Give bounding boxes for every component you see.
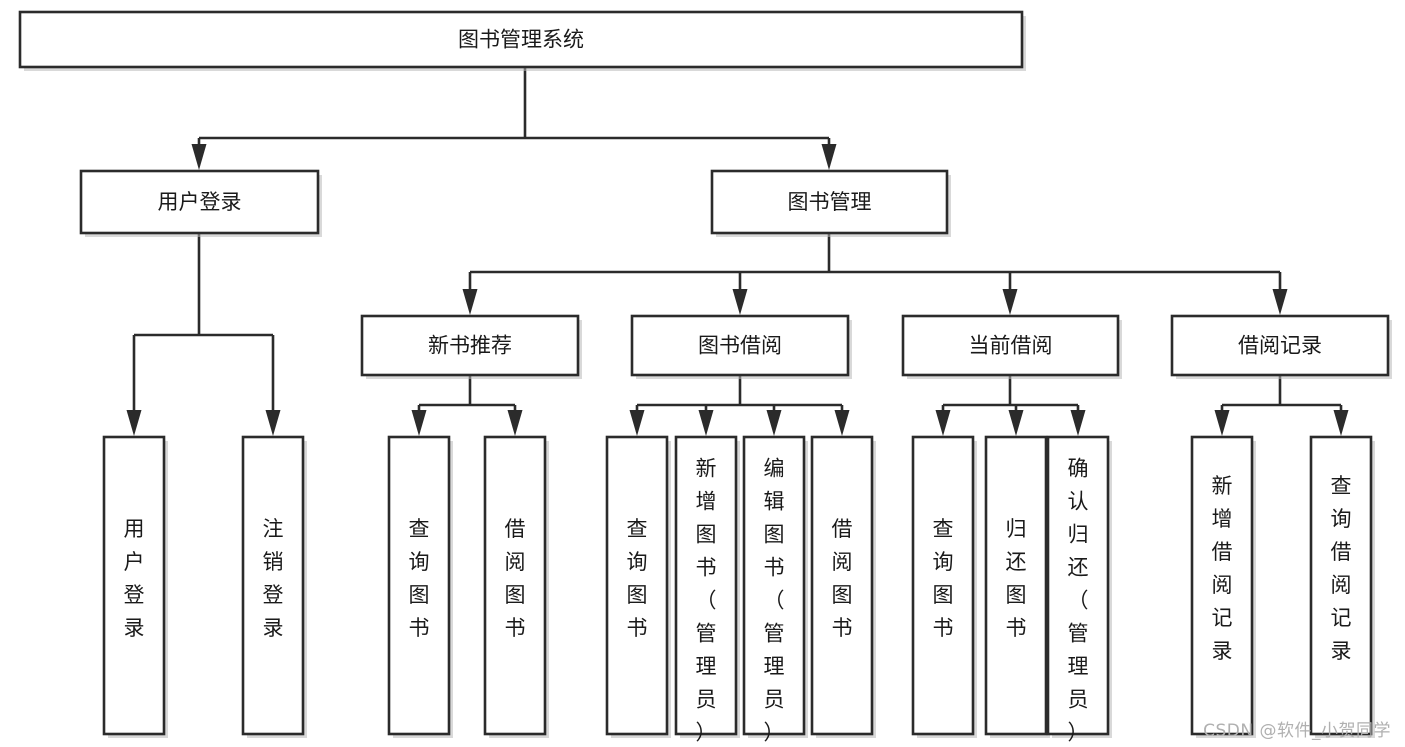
arrow-head-leaf-edit-book bbox=[766, 410, 782, 436]
node-rect[interactable] bbox=[742, 435, 806, 736]
node-label: 注销登录 bbox=[263, 517, 284, 640]
node-rect[interactable] bbox=[810, 435, 874, 736]
node-rect[interactable] bbox=[710, 169, 949, 235]
node-label: 图书管理系统 bbox=[458, 28, 584, 52]
node-leaf-edit-book[interactable]: 编辑图书（管理员）编辑图书（管理员） bbox=[742, 435, 808, 745]
node-label: 确认归还（管理员） bbox=[1068, 457, 1089, 745]
node-label: 新增图书（管理员） bbox=[696, 457, 717, 745]
arrow-head-leaf-query-book-current bbox=[935, 410, 951, 436]
node-label: 图书借阅 bbox=[698, 334, 782, 358]
node-book-management[interactable]: 图书管理 bbox=[710, 169, 951, 237]
arrow-head-leaf-add-book bbox=[698, 410, 714, 436]
node-rect[interactable] bbox=[387, 435, 451, 736]
arrow-head-book-borrow bbox=[732, 289, 748, 315]
node-rect[interactable] bbox=[102, 435, 166, 736]
node-leaf-query-record[interactable]: 查询借阅记录查询借阅记录 bbox=[1309, 435, 1375, 738]
node-rect[interactable] bbox=[1309, 435, 1373, 736]
arrow-head-leaf-add-record bbox=[1214, 410, 1230, 436]
node-user-login[interactable]: 用户登录 bbox=[79, 169, 322, 237]
arrow-head-book-management bbox=[821, 144, 837, 170]
node-label: 新书推荐 bbox=[428, 334, 512, 358]
node-rect[interactable] bbox=[674, 435, 738, 736]
arrow-head-leaf-query-book-rec bbox=[411, 410, 427, 436]
node-leaf-user-login[interactable]: 用户登录用户登录 bbox=[102, 435, 168, 738]
node-label: 查询图书 bbox=[627, 517, 648, 640]
node-label: 用户登录 bbox=[124, 517, 145, 640]
node-rect[interactable] bbox=[630, 314, 850, 377]
node-label: 用户登录 bbox=[158, 190, 242, 214]
node-label: 编辑图书（管理员） bbox=[764, 457, 785, 745]
arrow-head-leaf-query-record bbox=[1333, 410, 1349, 436]
node-leaf-borrow-book-rec[interactable]: 借阅图书借阅图书 bbox=[483, 435, 549, 738]
node-label: 查询图书 bbox=[933, 517, 954, 640]
node-label: 归还图书 bbox=[1006, 517, 1027, 640]
node-borrow-record[interactable]: 借阅记录 bbox=[1170, 314, 1392, 379]
arrow-head-leaf-borrow-book bbox=[834, 410, 850, 436]
node-label: 新增借阅记录 bbox=[1212, 474, 1233, 663]
arrow-head-leaf-borrow-book-rec bbox=[507, 410, 523, 436]
node-rect[interactable] bbox=[241, 435, 305, 736]
node-rect[interactable] bbox=[1046, 435, 1110, 736]
node-current-borrow[interactable]: 当前借阅 bbox=[901, 314, 1122, 379]
node-leaf-return-book[interactable]: 归还图书归还图书 bbox=[984, 435, 1050, 738]
node-label: 借阅图书 bbox=[832, 517, 853, 640]
node-label: 查询图书 bbox=[409, 517, 430, 640]
arrow-head-leaf-query-book-borrow bbox=[629, 410, 645, 436]
node-label: 当前借阅 bbox=[969, 334, 1053, 358]
connectors-layer bbox=[126, 67, 1349, 436]
arrow-head-borrow-record bbox=[1272, 289, 1288, 315]
node-leaf-add-record[interactable]: 新增借阅记录新增借阅记录 bbox=[1190, 435, 1256, 738]
node-label: 借阅图书 bbox=[505, 517, 526, 640]
node-rect[interactable] bbox=[483, 435, 547, 736]
arrow-head-leaf-return-book bbox=[1008, 410, 1024, 436]
node-rect[interactable] bbox=[605, 435, 669, 736]
csdn-watermark: CSDN @软件_小贺同学 bbox=[1203, 721, 1391, 741]
node-rect[interactable] bbox=[901, 314, 1120, 377]
node-leaf-query-book-current[interactable]: 查询图书查询图书 bbox=[911, 435, 977, 738]
arrow-head-user-login bbox=[191, 144, 207, 170]
node-rect[interactable] bbox=[18, 10, 1024, 69]
arrow-head-leaf-logout bbox=[265, 410, 281, 436]
arrow-head-leaf-confirm-return bbox=[1070, 410, 1086, 436]
node-root[interactable]: 图书管理系统 bbox=[18, 10, 1026, 71]
node-book-borrow[interactable]: 图书借阅 bbox=[630, 314, 852, 379]
node-rect[interactable] bbox=[984, 435, 1048, 736]
node-rect[interactable] bbox=[1170, 314, 1390, 377]
node-leaf-confirm-return[interactable]: 确认归还（管理员）确认归还（管理员） bbox=[1046, 435, 1112, 745]
arrow-head-new-book-recommend bbox=[462, 289, 478, 315]
node-leaf-logout[interactable]: 注销登录注销登录 bbox=[241, 435, 307, 738]
arrow-head-current-borrow bbox=[1002, 289, 1018, 315]
node-new-book-recommend[interactable]: 新书推荐 bbox=[360, 314, 582, 379]
node-leaf-add-book[interactable]: 新增图书（管理员）新增图书（管理员） bbox=[674, 435, 740, 745]
node-leaf-query-book-borrow[interactable]: 查询图书查询图书 bbox=[605, 435, 671, 738]
node-rect[interactable] bbox=[1190, 435, 1254, 736]
node-rect[interactable] bbox=[360, 314, 580, 377]
node-label: 借阅记录 bbox=[1238, 334, 1322, 358]
node-rect[interactable] bbox=[911, 435, 975, 736]
node-rect[interactable] bbox=[79, 169, 320, 235]
node-label: 图书管理 bbox=[788, 190, 872, 214]
node-leaf-borrow-book[interactable]: 借阅图书借阅图书 bbox=[810, 435, 876, 738]
node-label: 查询借阅记录 bbox=[1331, 474, 1352, 663]
arrow-head-leaf-user-login bbox=[126, 410, 142, 436]
node-leaf-query-book-rec[interactable]: 查询图书查询图书 bbox=[387, 435, 453, 738]
